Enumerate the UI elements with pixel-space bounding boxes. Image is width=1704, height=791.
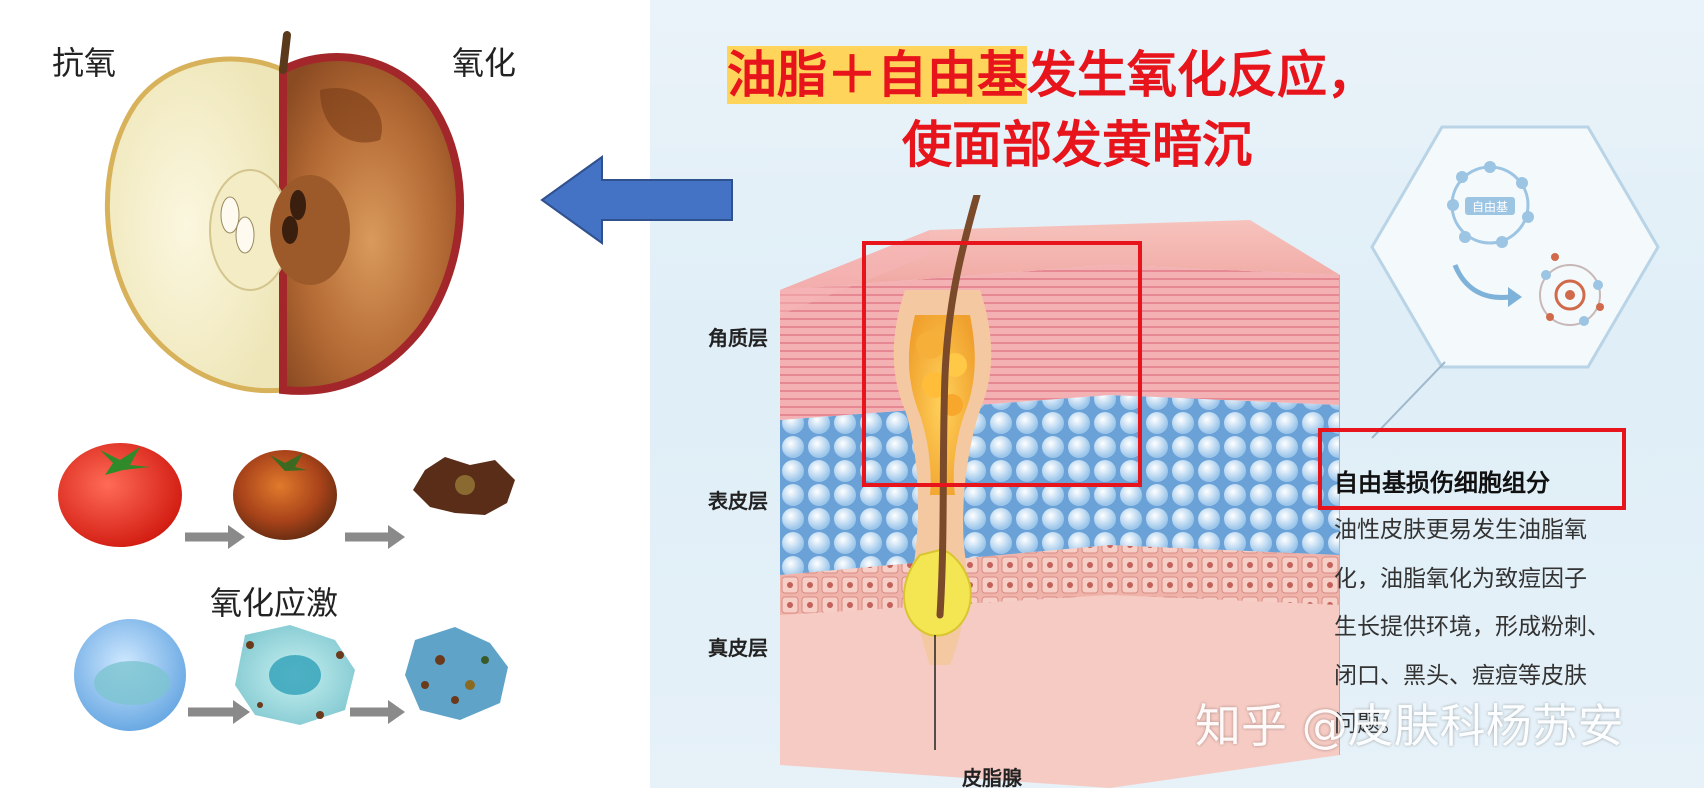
damaged-cell <box>405 627 508 720</box>
headline-line2: 使面部发黄暗沉 <box>902 116 1252 174</box>
hair-strand <box>936 195 981 619</box>
side-note-title: 自由基损伤细胞组分 <box>1334 469 1550 497</box>
fresh-tomato <box>58 443 182 547</box>
label-antioxidant: 抗氧 <box>52 44 117 82</box>
cell-oxidation-sequence <box>74 619 508 731</box>
label-stratum-corneum: 角质层 <box>708 326 768 350</box>
watermark: 知乎 @皮肤科杨苏安 <box>1195 699 1624 753</box>
apple-seed <box>290 190 306 220</box>
label-oxidized: 氧化 <box>452 44 517 82</box>
fresh-apple-half <box>105 56 286 394</box>
side-note-line: 化，油脂氧化为致痘因子 <box>1334 565 1587 592</box>
free-radical-hexagon: 自由基 <box>1370 125 1660 369</box>
side-note-line: 闭口、黑头、痘痘等皮肤 <box>1334 662 1587 689</box>
side-note-line: 生长提供环境，形成粉刺、 <box>1334 614 1610 640</box>
oxidized-apple-half <box>279 53 465 395</box>
callout-line <box>1371 361 1446 439</box>
label-oxidative-stress: 氧化应激 <box>210 584 339 622</box>
apple-illustration <box>105 31 465 395</box>
apple-stem <box>279 31 291 74</box>
skin-cross-section <box>780 195 1340 788</box>
side-note-line: 油性皮肤更易发生油脂氧 <box>1334 517 1587 543</box>
sebaceous-gland <box>903 548 972 637</box>
oxidizing-tomato <box>233 450 337 540</box>
left-panel: 抗氧 氧化 氧化应激 <box>0 0 650 788</box>
apple-seed <box>282 216 298 244</box>
label-epidermis: 表皮层 <box>708 489 768 513</box>
free-radical-badge-text: 自由基 <box>1472 200 1508 214</box>
free-radical-badge <box>1465 197 1515 215</box>
label-sebaceous-gland: 皮脂腺 <box>962 766 1022 790</box>
apple-seed <box>220 196 240 234</box>
follicle-highlight-box <box>862 241 1142 487</box>
headline-highlight: 油脂＋自由基 <box>727 46 1027 104</box>
side-note-line: 问题。 <box>1334 711 1403 737</box>
curved-arrow <box>1452 264 1511 301</box>
headline-rest: 发生氧化反应， <box>1027 46 1377 104</box>
side-title-box <box>1318 428 1626 510</box>
tomato-oxidation-sequence <box>58 443 515 549</box>
side-note-body: 油性皮肤更易发生油脂氧 化，油脂氧化为致痘因子 生长提供环境，形成粉刺、 闭口、… <box>1334 506 1610 749</box>
blue-left-arrow <box>540 155 733 245</box>
apple-seed <box>235 216 255 254</box>
label-dermis: 真皮层 <box>708 636 768 660</box>
headline-line1: 油脂＋自由基发生氧化反应， <box>727 43 1377 107</box>
